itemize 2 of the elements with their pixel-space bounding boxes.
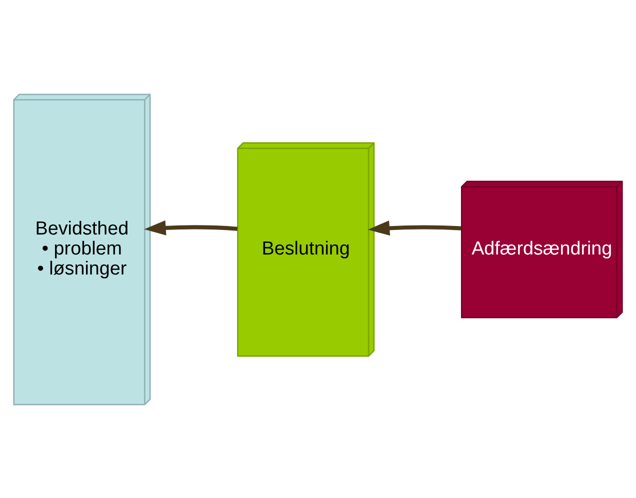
arrow [368,220,462,236]
arrow [144,220,238,235]
